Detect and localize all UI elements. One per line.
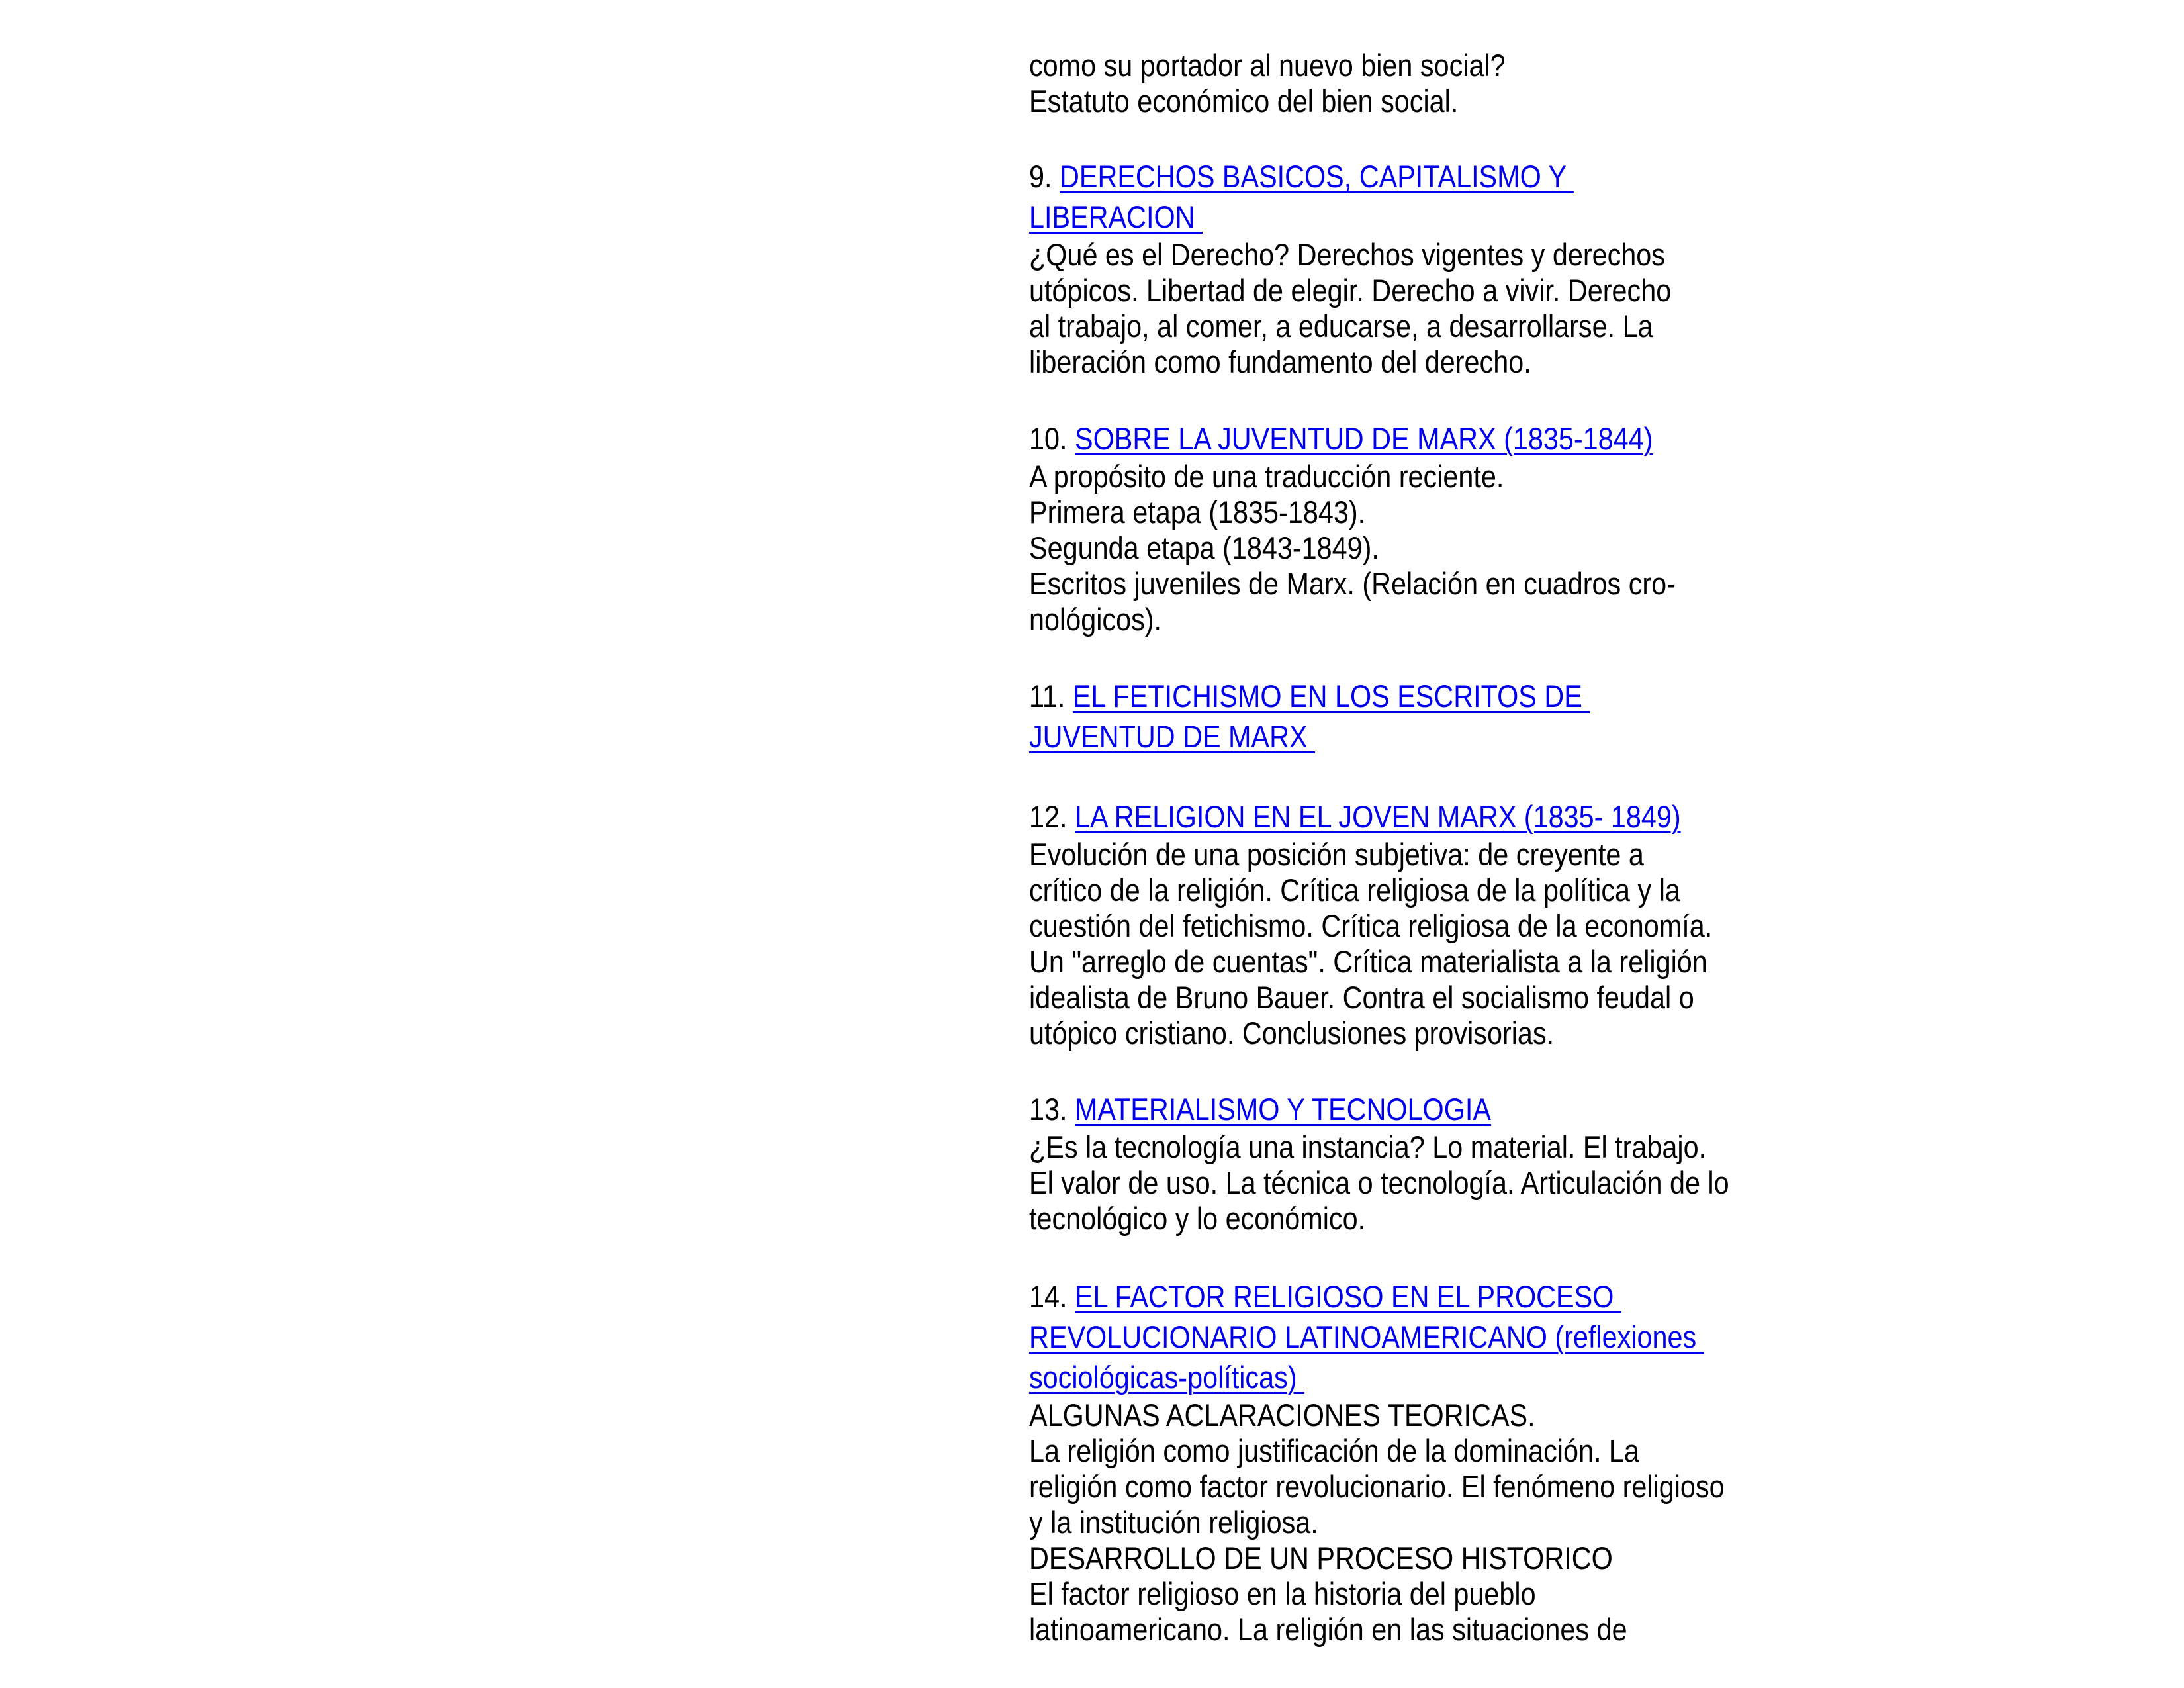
entry-description-line: DESARROLLO DE UN PROCESO HISTORICO: [1029, 1540, 1613, 1575]
entry-description-line: latinoamericano. La religión en las situ…: [1029, 1612, 1627, 1647]
entry-description-line: idealista de Bruno Bauer. Contra el soci…: [1029, 980, 1694, 1015]
toc-entry-9: 9. DERECHOS BASICOS, CAPITALISMO Y LIBER…: [1029, 156, 1671, 380]
entry-title-line: 12. LA RELIGION EN EL JOVEN MARX (1835- …: [1029, 796, 1712, 837]
entry-number: 12.: [1029, 799, 1075, 834]
entry-description-line: Escritos juveniles de Marx. (Relación en…: [1029, 566, 1676, 601]
toc-entry-11: 11. EL FETICHISMO EN LOS ESCRITOS DE JUV…: [1029, 676, 1590, 757]
entry-title-line: 14. EL FACTOR RELIGIOSO EN EL PROCESO: [1029, 1276, 1725, 1317]
entry-title-line: sociológicas-políticas): [1029, 1357, 1725, 1397]
entry-description-line: como su portador al nuevo bien social?: [1029, 48, 1506, 83]
entry-description-line: cuestión del fetichismo. Crítica religio…: [1029, 908, 1713, 943]
entry-description-line: Primera etapa (1835-1843).: [1029, 494, 1366, 530]
entry-title-line: 9. DERECHOS BASICOS, CAPITALISMO Y: [1029, 156, 1671, 197]
toc-entry-14: 14. EL FACTOR RELIGIOSO EN EL PROCESO RE…: [1029, 1276, 1725, 1648]
entry-title-line: 10. SOBRE LA JUVENTUD DE MARX (1835-1844…: [1029, 418, 1676, 459]
entry-title-link[interactable]: sociológicas-políticas): [1029, 1360, 1305, 1395]
entry-title-link[interactable]: LA RELIGION EN EL JOVEN MARX (1835- 1849…: [1074, 799, 1681, 834]
entry-title-link[interactable]: SOBRE LA JUVENTUD DE MARX (1835-1844): [1074, 421, 1653, 456]
entry-number: 14.: [1029, 1279, 1075, 1314]
entry-description-line: y la institución religiosa.: [1029, 1505, 1318, 1540]
entry-description-line: Estatuto económico del bien social.: [1029, 83, 1459, 118]
entry-title-link[interactable]: EL FETICHISMO EN LOS ESCRITOS DE: [1072, 679, 1590, 714]
entry-title-link[interactable]: LIBERACION: [1029, 199, 1203, 234]
entry-title-link[interactable]: JUVENTUD DE MARX: [1029, 719, 1316, 754]
toc-entry-13: 13. MATERIALISMO Y TECNOLOGIA¿Es la tecn…: [1029, 1089, 1729, 1237]
entry-description-line: A propósito de una traducción reciente.: [1029, 459, 1504, 494]
entry-number: 9.: [1029, 159, 1060, 194]
entry-title-link[interactable]: DERECHOS BASICOS, CAPITALISMO Y: [1059, 159, 1574, 194]
toc-entry-continuation: como su portador al nuevo bien social?Es…: [1029, 48, 1506, 119]
entry-description-line: Evolución de una posición subjetiva: de …: [1029, 837, 1644, 872]
toc-entry-12: 12. LA RELIGION EN EL JOVEN MARX (1835- …: [1029, 796, 1712, 1051]
entry-number: 10.: [1029, 421, 1075, 456]
entry-description-line: ALGUNAS ACLARACIONES TEORICAS.: [1029, 1397, 1535, 1432]
entry-title-link[interactable]: EL FACTOR RELIGIOSO EN EL PROCESO: [1074, 1279, 1621, 1314]
entry-title-link[interactable]: REVOLUCIONARIO LATINOAMERICANO (reflexio…: [1029, 1319, 1704, 1354]
entry-description-line: Segunda etapa (1843-1849).: [1029, 530, 1379, 565]
entry-title-line: LIBERACION: [1029, 197, 1671, 237]
entry-description-line: La religión como justificación de la dom…: [1029, 1433, 1639, 1468]
entry-number: 13.: [1029, 1092, 1075, 1127]
entry-description-line: religión como factor revolucionario. El …: [1029, 1469, 1725, 1504]
entry-description-line: ¿Es la tecnología una instancia? Lo mate…: [1029, 1129, 1707, 1164]
entry-description-line: al trabajo, al comer, a educarse, a desa…: [1029, 308, 1653, 344]
entry-description-line: liberación como fundamento del derecho.: [1029, 344, 1531, 379]
entry-description-line: El valor de uso. La técnica o tecnología…: [1029, 1165, 1729, 1200]
entry-description-line: crítico de la religión. Crítica religios…: [1029, 872, 1680, 908]
entry-title-line: JUVENTUD DE MARX: [1029, 716, 1590, 757]
entry-title-line: REVOLUCIONARIO LATINOAMERICANO (reflexio…: [1029, 1317, 1725, 1357]
entry-description-line: tecnológico y lo económico.: [1029, 1201, 1366, 1236]
entry-description-line: Un "arreglo de cuentas". Crítica materia…: [1029, 944, 1707, 979]
entry-description-line: El factor religioso en la historia del p…: [1029, 1576, 1536, 1611]
entry-description-line: nológicos).: [1029, 602, 1162, 637]
entry-title-link[interactable]: MATERIALISMO Y TECNOLOGIA: [1074, 1092, 1491, 1127]
entry-title-line: 11. EL FETICHISMO EN LOS ESCRITOS DE: [1029, 676, 1590, 716]
toc-entry-10: 10. SOBRE LA JUVENTUD DE MARX (1835-1844…: [1029, 418, 1676, 637]
entry-description-line: utópicos. Libertad de elegir. Derecho a …: [1029, 273, 1672, 308]
entry-description-line: utópico cristiano. Conclusiones provisor…: [1029, 1015, 1555, 1051]
entry-number: 11.: [1029, 679, 1073, 714]
entry-description-line: ¿Qué es el Derecho? Derechos vigentes y …: [1029, 237, 1665, 272]
entry-title-line: 13. MATERIALISMO Y TECNOLOGIA: [1029, 1089, 1729, 1129]
